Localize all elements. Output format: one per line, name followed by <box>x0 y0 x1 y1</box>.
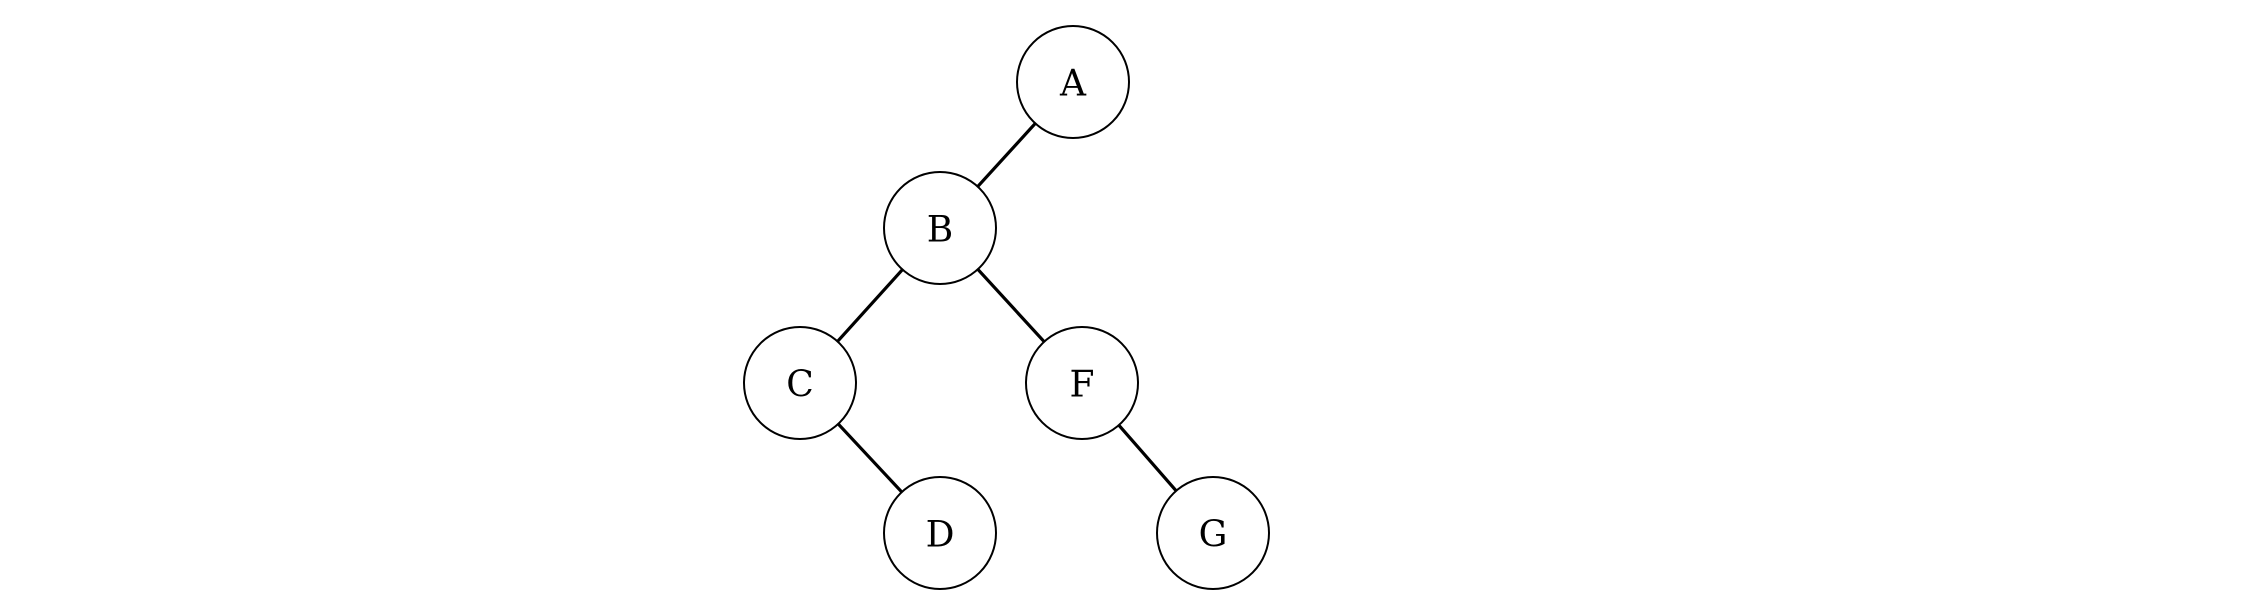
tree-node-d: D <box>883 476 997 590</box>
nodes-layer: A B C D F G <box>743 25 1270 590</box>
node-circle-d <box>883 476 997 590</box>
tree-node-f: F <box>1025 326 1139 440</box>
node-label-f: F <box>1070 365 1095 406</box>
edge-c-d <box>836 422 904 494</box>
node-circle-a <box>1016 25 1130 139</box>
node-circle-f <box>1025 326 1139 440</box>
tree-node-b: B <box>883 171 997 285</box>
edge-f-g <box>1117 423 1178 493</box>
node-label-g: G <box>1199 515 1228 556</box>
edge-a-b <box>976 121 1037 189</box>
node-label-d: D <box>926 515 955 556</box>
edges-layer <box>835 121 1178 494</box>
node-circle-b <box>883 171 997 285</box>
node-label-a: A <box>1059 64 1087 105</box>
tree-node-a: A <box>1016 25 1130 139</box>
node-circle-c <box>743 326 857 440</box>
edge-b-c <box>835 267 905 344</box>
edge-b-f <box>976 267 1046 344</box>
tree-node-g: G <box>1156 476 1270 590</box>
node-circle-g <box>1156 476 1270 590</box>
node-label-b: B <box>927 210 953 251</box>
node-label-c: C <box>786 365 814 406</box>
tree-node-c: C <box>743 326 857 440</box>
